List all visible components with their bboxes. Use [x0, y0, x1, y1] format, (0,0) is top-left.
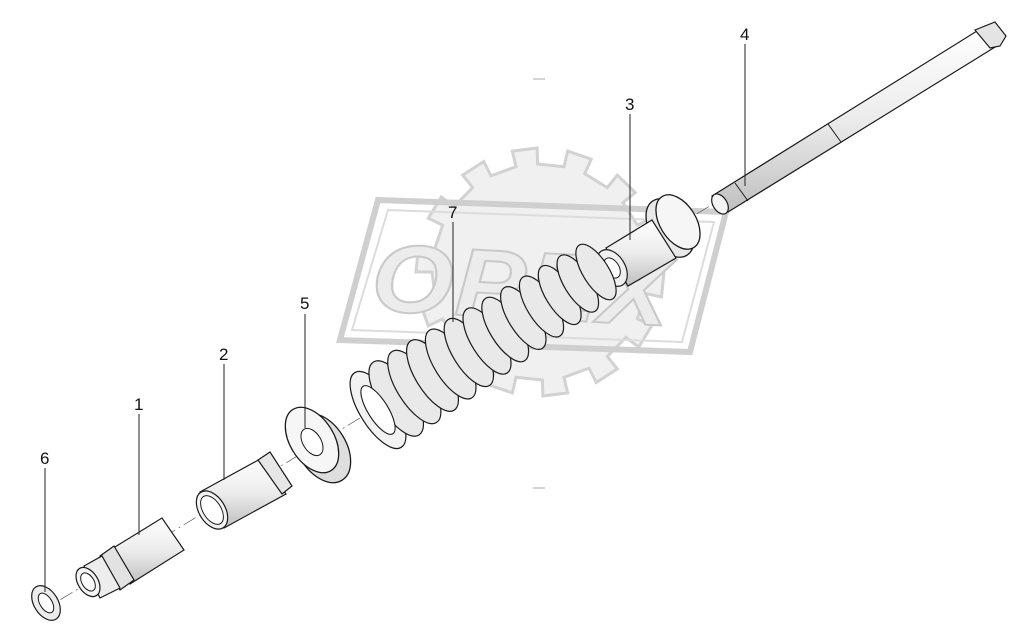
part-4-rod	[711, 21, 1007, 215]
callout-label-1: 1	[134, 395, 143, 414]
spring-end-opening	[360, 385, 396, 435]
part-1-hex-fitting	[75, 517, 185, 599]
callouts: 1 2 3 4 5 6 7	[40, 25, 749, 592]
logo-frame	[336, 196, 730, 356]
callout-label-2: 2	[219, 345, 228, 364]
logo-frame-inner	[350, 208, 716, 344]
part-6-ring-washer	[31, 585, 61, 621]
callout-label-5: 5	[300, 294, 309, 313]
part-3-flanged-bushing	[596, 194, 701, 287]
callout-label-4: 4	[740, 25, 749, 44]
part-2-sleeve	[195, 451, 293, 530]
callout-label-6: 6	[40, 449, 49, 468]
part-7-coil-spring	[349, 243, 617, 450]
callout-label-3: 3	[625, 95, 634, 114]
part-5-flange-washer	[284, 406, 352, 484]
spring-coil	[575, 243, 617, 301]
callout-label-7: 7	[448, 203, 457, 222]
